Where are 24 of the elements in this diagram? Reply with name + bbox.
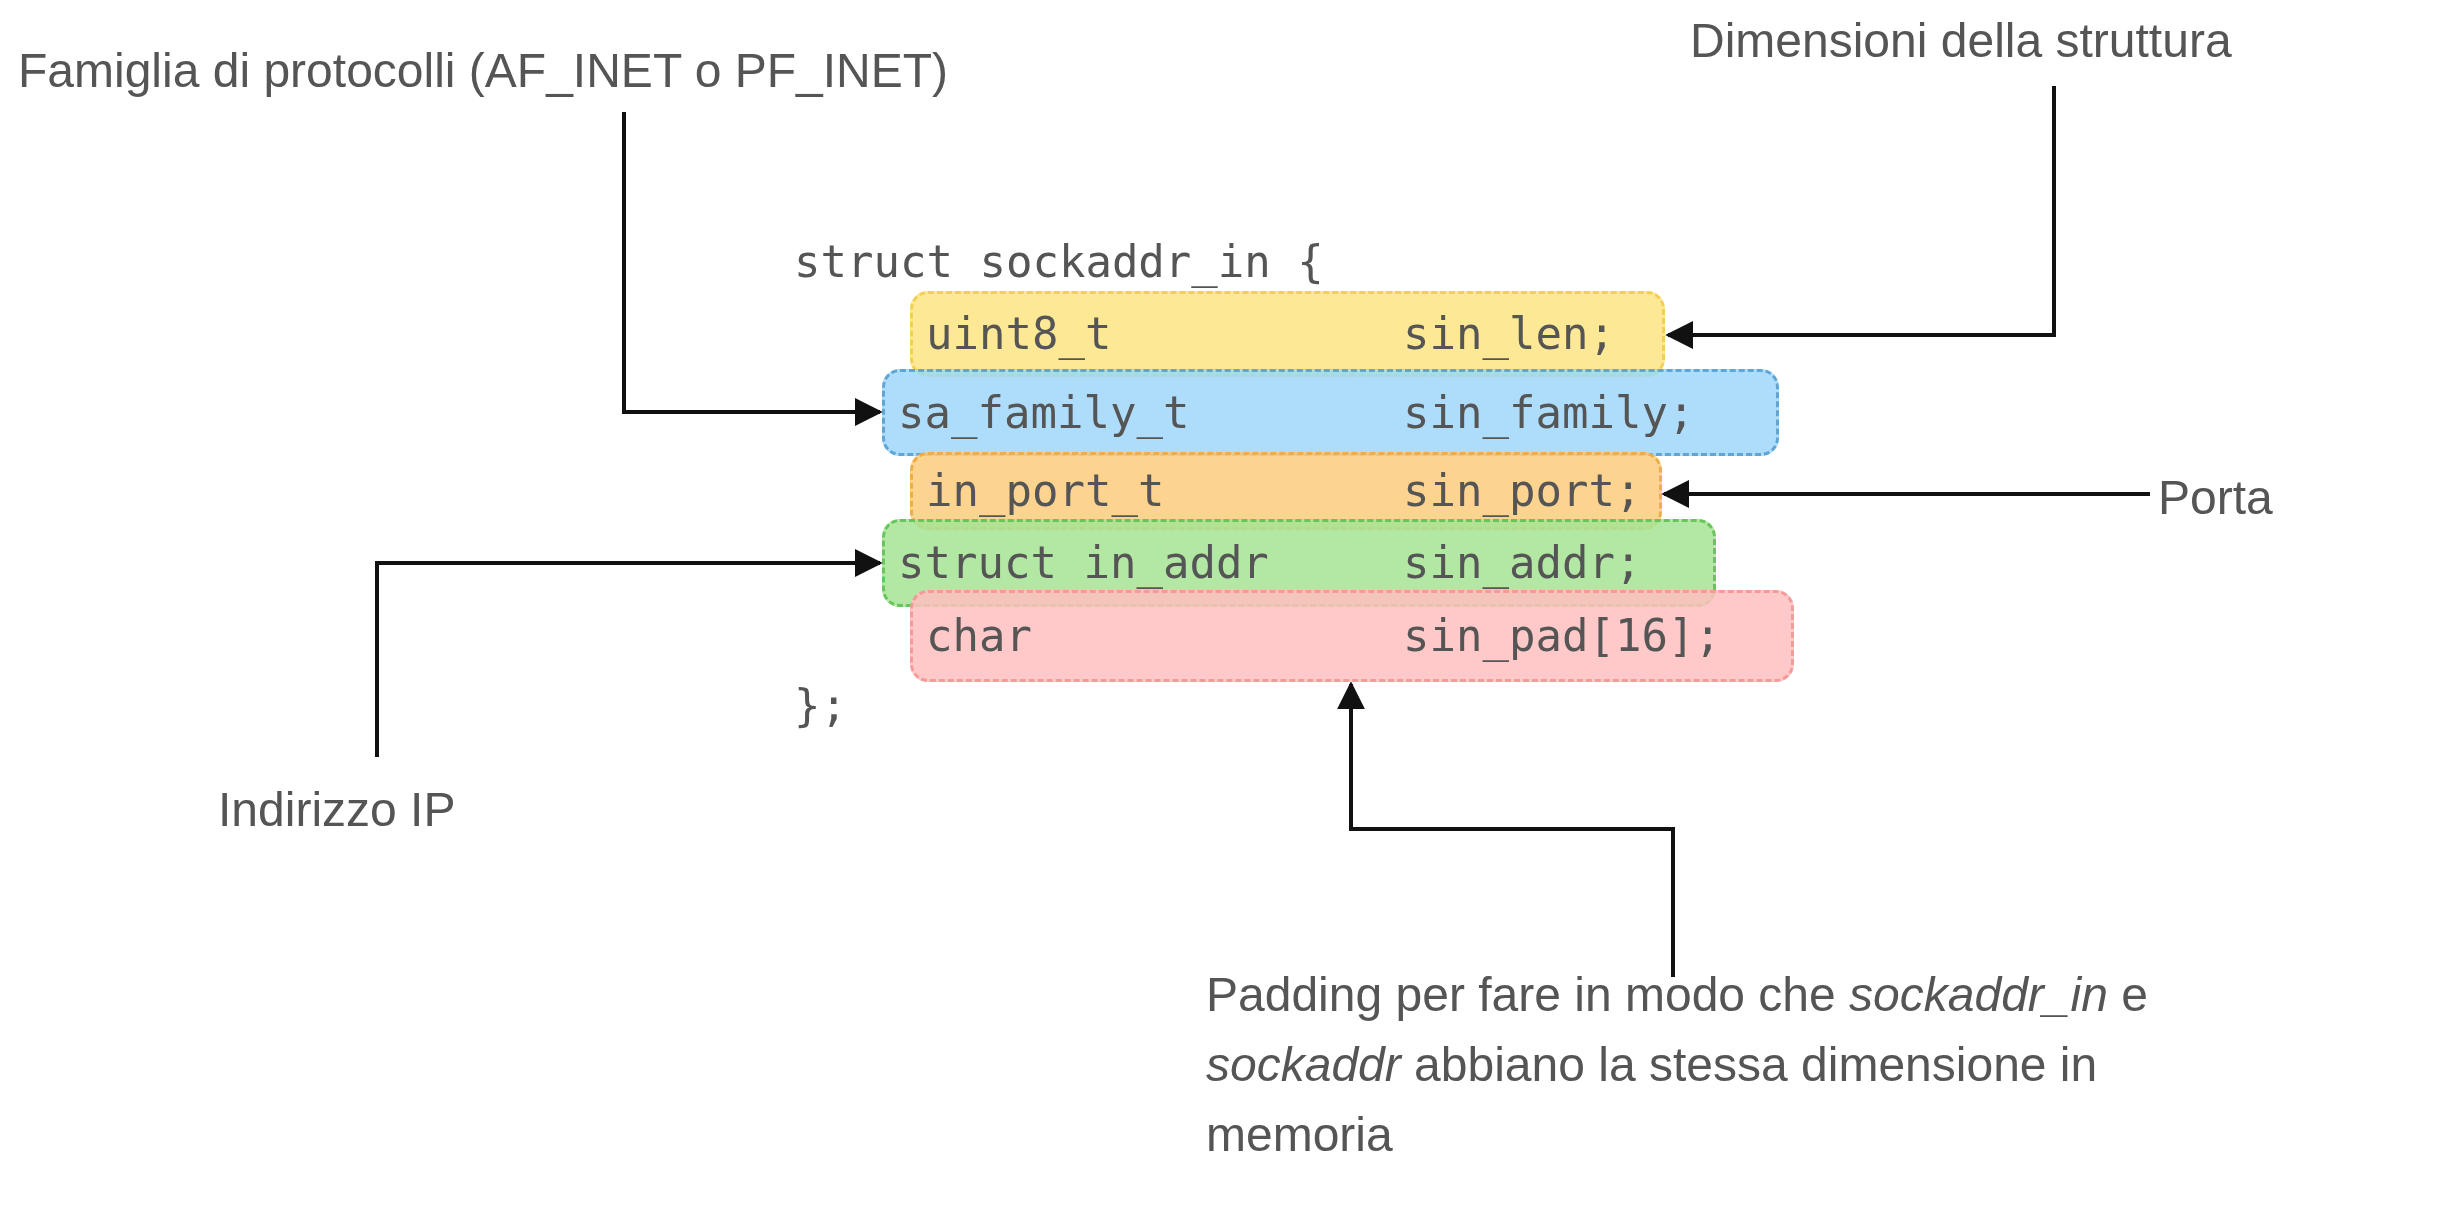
code-type: sa_family_t [898, 385, 1190, 441]
code-field: sin_pad[16]; [1403, 606, 1721, 666]
callout-text: Famiglia di protocolli (AF_INET o PF_INET) [18, 36, 949, 106]
code-field: sin_port; [1403, 461, 1642, 521]
code-field: sin_len; [1403, 304, 1615, 364]
leader-line [622, 112, 883, 426]
code-type: char [926, 609, 1032, 663]
callout-text: Indirizzo IP [218, 775, 456, 845]
code-type: struct in_addr [898, 536, 1269, 591]
code-line-highlight [882, 369, 1779, 456]
leader-line [1661, 480, 2150, 508]
code-type: in_port_t [926, 464, 1165, 519]
code-line-highlight [910, 590, 1794, 682]
leader-line [1337, 681, 1675, 977]
leader-line [375, 549, 883, 757]
code-type: uint8_t [926, 307, 1112, 362]
callout-text: Dimensioni della struttura [1690, 6, 2232, 76]
code-line: }; [794, 679, 847, 733]
code-field: sin_family; [1403, 382, 1695, 443]
callout-text: Porta [2158, 463, 2273, 533]
code-line: struct sockaddr_in { [794, 235, 1324, 290]
code-field: sin_addr; [1403, 533, 1642, 593]
callout-text: Padding per fare in modo che sockaddr_in e sockaddr abbiano la stessa dimensione in memoria [1206, 960, 2186, 1170]
leader-line [1665, 86, 2056, 349]
